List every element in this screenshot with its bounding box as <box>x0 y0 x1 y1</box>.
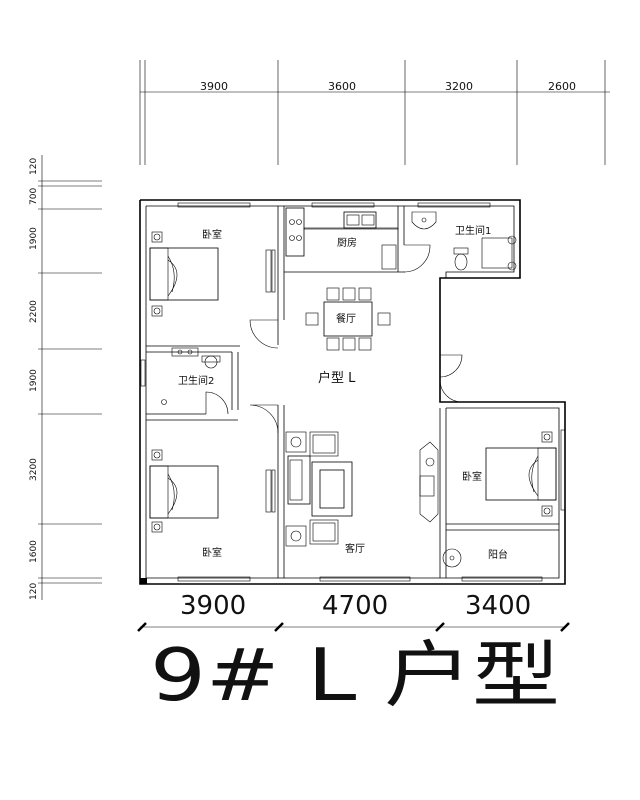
outer-walls <box>139 199 566 585</box>
toilet-icon <box>453 247 469 271</box>
bed-icon <box>419 431 557 523</box>
bottom-dimension-chain: 3900 4700 3400 <box>137 591 570 632</box>
stove-icon <box>285 207 305 257</box>
bottom-dim-3: 3400 <box>465 591 531 621</box>
top-dim-4: 2600 <box>548 80 576 93</box>
dining-table-icon <box>305 287 391 351</box>
shower-icon <box>481 235 517 271</box>
left-dim-4: 2200 <box>29 300 39 323</box>
sofa-icon <box>285 431 353 547</box>
bedroom-top-left-label: 卧室 <box>202 228 222 241</box>
left-dim-3: 1900 <box>29 227 39 250</box>
bedroom-bottom-left-label: 卧室 <box>202 546 222 559</box>
top-dimension-chain: 3900 3600 3200 2600 <box>139 60 610 165</box>
sink-icon <box>171 347 199 357</box>
bottom-dim-1: 3900 <box>180 591 246 621</box>
bedroom-right-label: 卧室 <box>462 470 482 483</box>
bed-icon <box>149 231 219 317</box>
left-dim-7: 1600 <box>29 540 39 563</box>
left-dim-8: 120 <box>29 583 39 600</box>
unit-type-label: 户型 L <box>318 370 356 386</box>
bathroom-1-label: 卫生间1 <box>455 224 491 237</box>
dining-label: 餐厅 <box>336 312 356 325</box>
top-dim-3: 3200 <box>445 80 473 93</box>
top-dim-2: 3600 <box>328 80 356 93</box>
sink-icon <box>442 548 462 568</box>
sink-icon <box>411 211 437 230</box>
window-icon <box>140 202 566 582</box>
door-swing-icon <box>205 244 463 513</box>
left-dim-5: 1900 <box>29 369 39 392</box>
sink-icon <box>303 211 399 270</box>
left-dim-2: 700 <box>29 188 39 205</box>
living-room-label: 客厅 <box>345 542 365 555</box>
bathroom-2-label: 卫生间2 <box>178 374 214 387</box>
bottom-dim-2: 4700 <box>322 591 388 621</box>
left-dim-1: 120 <box>29 158 39 175</box>
interior-walls <box>146 206 559 578</box>
left-dim-6: 3200 <box>29 458 39 481</box>
top-dim-1: 3900 <box>200 80 228 93</box>
bed-icon <box>149 449 219 533</box>
balcony-label: 阳台 <box>488 548 508 561</box>
plan-title: 9# L 户型 <box>150 633 560 717</box>
left-dimension-chain: 120 700 1900 2200 1900 3200 1600 120 <box>29 155 102 600</box>
toilet-icon <box>201 355 221 369</box>
kitchen-label: 厨房 <box>337 236 357 249</box>
